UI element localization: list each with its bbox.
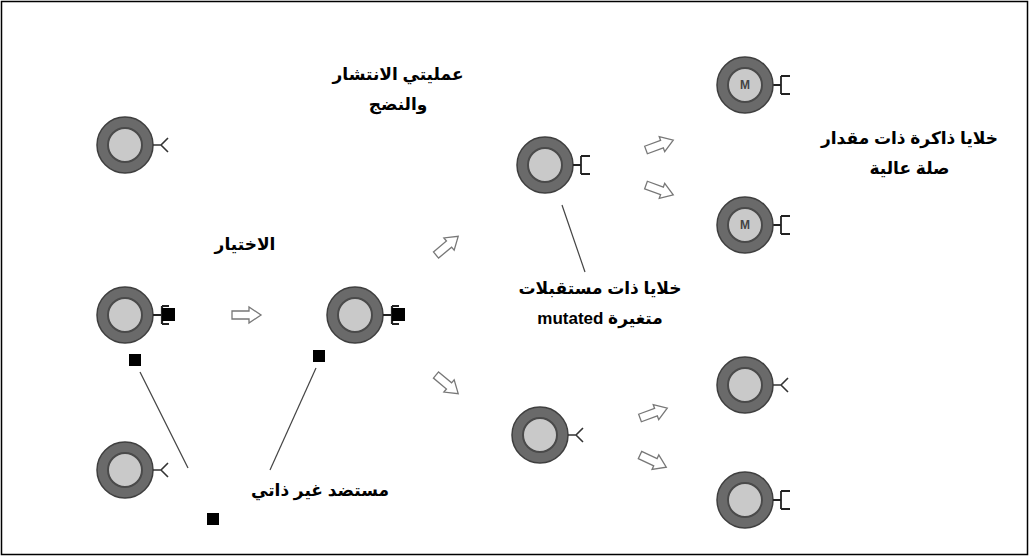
memory-receptor (773, 216, 790, 234)
daughter-cell (717, 357, 773, 413)
daughter-cell (717, 472, 773, 528)
process-label: الاختيار (195, 230, 295, 260)
process-arrow (643, 133, 676, 158)
antigen (129, 308, 405, 525)
naive-cell (97, 442, 153, 498)
process-arrow (637, 448, 670, 475)
selected-cell (327, 287, 383, 343)
cell-label: خلايا ذاكرة ذات مقدار صلة عالية (812, 124, 1007, 184)
memory-cell: M (716, 56, 774, 114)
memory-mark: M (716, 56, 774, 114)
memory-cell: M (716, 196, 774, 254)
cell-outline (717, 197, 773, 253)
selected-cell (327, 287, 399, 343)
daughter-cell (773, 378, 788, 392)
memory-receptor (773, 216, 790, 234)
leader-line (140, 205, 585, 470)
daughter-cell (717, 357, 773, 413)
naive-cell (97, 117, 168, 173)
leader-line (140, 372, 188, 468)
mutated-cell (573, 156, 590, 174)
mutated-cell (512, 407, 583, 463)
memory-receptor (773, 76, 790, 94)
antigen (162, 308, 175, 321)
process-arrow (643, 177, 676, 202)
antigen (392, 308, 405, 321)
antigen-label: مستضد غير ذاتي (240, 476, 400, 506)
selected-cell (97, 287, 153, 343)
mutated-cell (512, 407, 568, 463)
antigen (129, 354, 141, 366)
leader-line (270, 368, 316, 470)
process-arrow (232, 307, 261, 323)
naive-cell (97, 442, 168, 498)
mutated-cell (517, 137, 573, 193)
naive-cell (97, 117, 153, 173)
daughter-cell (773, 378, 788, 392)
process-arrow (431, 369, 463, 400)
cell-outline (717, 57, 773, 113)
process-arrow (637, 401, 670, 426)
process-label: عمليتي الانتشار والنضج (318, 60, 478, 120)
memory-receptor (773, 76, 790, 94)
selected-cell (97, 287, 169, 343)
mutated-cell (568, 428, 583, 442)
process-arrow (431, 230, 463, 261)
antigen (207, 513, 219, 525)
antigen (313, 350, 325, 362)
cell-label: خلايا ذات مستقبلات متغيرة mutated (500, 274, 700, 334)
memory-mark: M (716, 196, 774, 254)
naive-cell (153, 463, 168, 477)
naive-cell (153, 138, 168, 152)
leader-line (562, 205, 585, 272)
process-arrow (232, 133, 676, 475)
daughter-cell (773, 491, 790, 509)
mutated-cell (517, 137, 590, 193)
daughter-cell (717, 472, 790, 528)
